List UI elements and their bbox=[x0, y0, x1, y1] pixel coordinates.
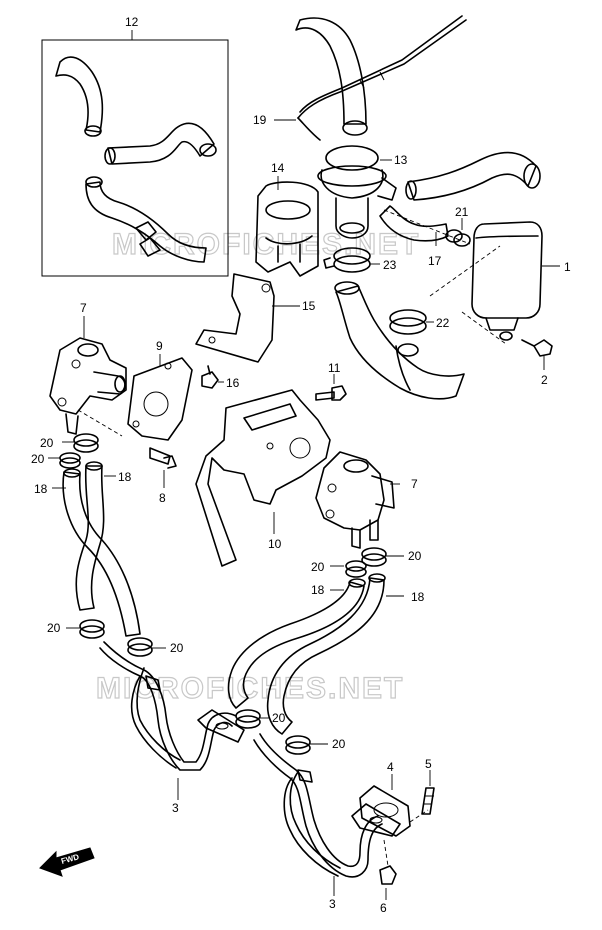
callout-20-e: 20 bbox=[47, 621, 61, 635]
part-4-gasket bbox=[359, 774, 411, 837]
callout-3-left: 3 bbox=[172, 801, 179, 815]
part-6-nut bbox=[379, 865, 397, 900]
part-hose-upper-right bbox=[405, 151, 541, 201]
callout-8: 8 bbox=[159, 491, 166, 505]
part-17-small-hose bbox=[379, 205, 471, 247]
part-11-bolt bbox=[315, 374, 347, 401]
part-18-hoses-left bbox=[52, 461, 141, 637]
callout-7-upper: 7 bbox=[80, 301, 87, 315]
callout-23: 23 bbox=[383, 258, 397, 272]
part-20-clamps-left bbox=[48, 433, 166, 657]
callout-5: 5 bbox=[425, 757, 432, 771]
callout-13: 13 bbox=[394, 153, 408, 167]
part-7-valve-upper bbox=[49, 316, 127, 435]
part-3-pipe-left bbox=[99, 641, 245, 800]
part-7-valve-lower bbox=[315, 451, 400, 549]
part-14-bracket bbox=[255, 176, 319, 277]
callout-20-a: 20 bbox=[40, 436, 54, 450]
watermark-top: MICROFICHES.NET bbox=[112, 228, 420, 261]
callout-18-d: 18 bbox=[411, 590, 425, 604]
part-5-stud bbox=[421, 770, 435, 815]
callout-4: 4 bbox=[387, 760, 394, 774]
callout-21: 21 bbox=[455, 205, 469, 219]
callout-7-lower: 7 bbox=[411, 477, 418, 491]
callout-9: 9 bbox=[156, 339, 163, 353]
callout-15: 15 bbox=[302, 299, 316, 313]
callout-1: 1 bbox=[564, 260, 571, 274]
callout-2: 2 bbox=[541, 373, 548, 387]
part-3-pipe-right bbox=[253, 733, 401, 896]
callout-20-h: 20 bbox=[332, 737, 346, 751]
part-2-bolt bbox=[521, 339, 553, 370]
callout-3-right: 3 bbox=[329, 897, 336, 911]
part-hose-right bbox=[334, 281, 465, 400]
callout-16: 16 bbox=[226, 376, 240, 390]
callout-18-a: 18 bbox=[118, 470, 132, 484]
part-9-gasket bbox=[127, 354, 193, 441]
part-18-hoses-right bbox=[227, 573, 404, 735]
callout-17: 17 bbox=[428, 254, 442, 268]
callout-20-c: 20 bbox=[408, 549, 422, 563]
callout-20-f: 20 bbox=[170, 641, 184, 655]
part-10-plate bbox=[195, 389, 331, 567]
callout-20-b: 20 bbox=[31, 452, 45, 466]
part-15-bracket bbox=[195, 273, 300, 363]
callout-18-b: 18 bbox=[34, 482, 48, 496]
callout-12: 12 bbox=[125, 15, 139, 29]
callout-14: 14 bbox=[271, 161, 285, 175]
part-19-air-pipe bbox=[297, 15, 467, 141]
part-13-air-valve bbox=[295, 17, 397, 239]
part-8-bolt bbox=[149, 447, 177, 488]
part-23-clamp bbox=[323, 247, 380, 273]
callout-11: 11 bbox=[328, 361, 341, 375]
callout-22: 22 bbox=[436, 316, 450, 330]
callout-20-g: 20 bbox=[272, 711, 286, 725]
fwd-arrow-icon: FWD bbox=[39, 847, 95, 877]
callout-18-c: 18 bbox=[311, 583, 325, 597]
callout-6: 6 bbox=[380, 901, 387, 915]
part-1-case bbox=[471, 221, 560, 341]
part-16-bolt bbox=[201, 365, 224, 389]
callout-19: 19 bbox=[253, 113, 267, 127]
callout-20-d: 20 bbox=[311, 560, 325, 574]
callout-10: 10 bbox=[268, 537, 282, 551]
part-12-hose-set bbox=[41, 30, 229, 277]
